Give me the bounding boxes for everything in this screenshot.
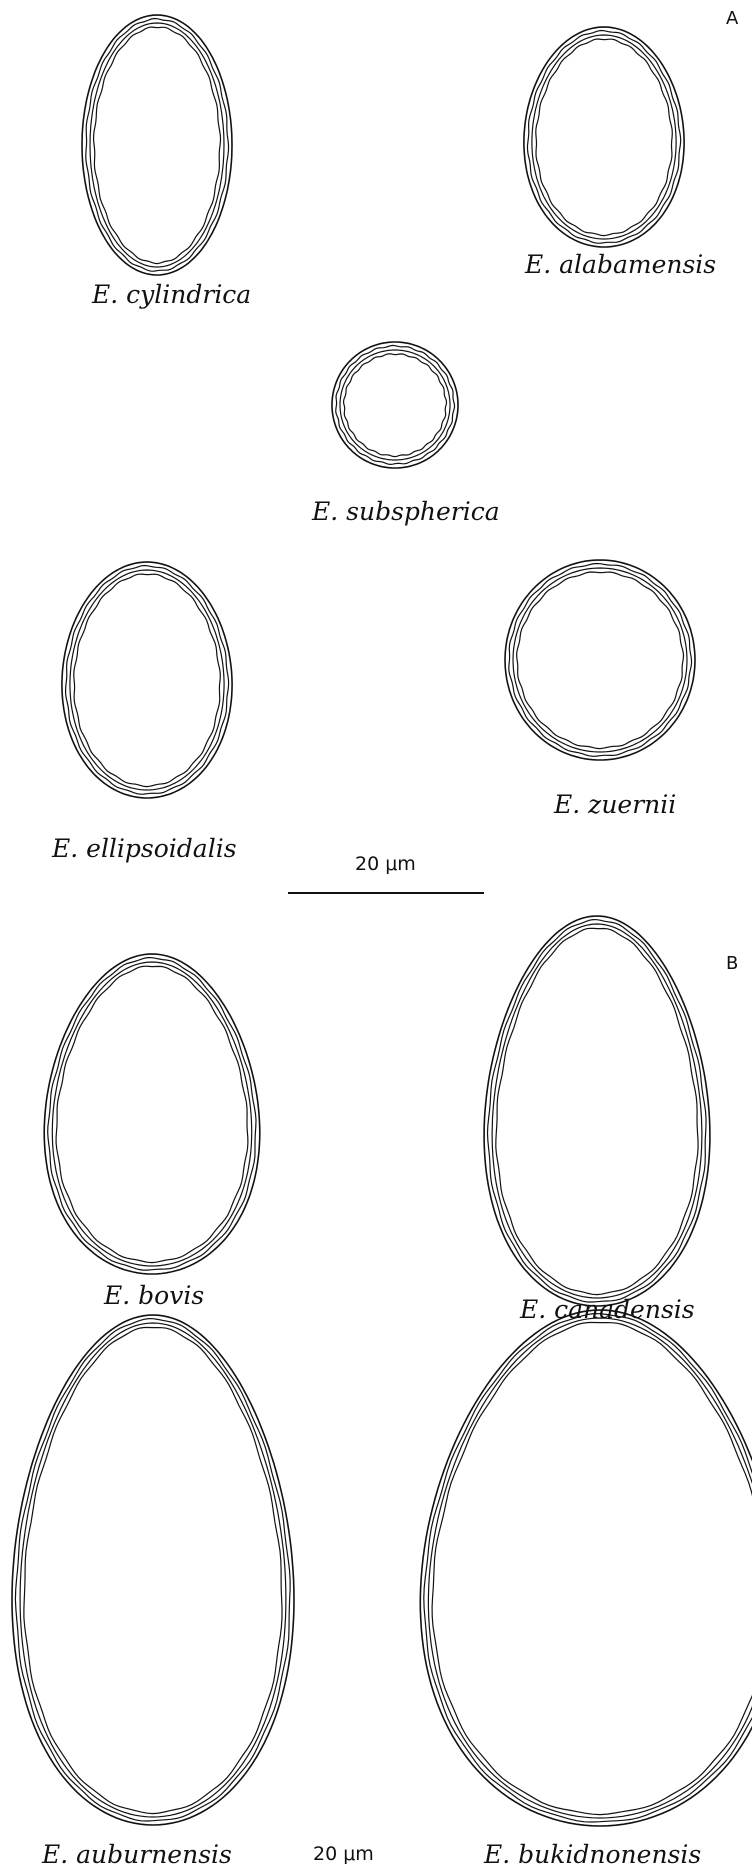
oocyst-cylindrica-wall-line [94,27,221,264]
oocyst-ellipsoidalis-wall-line [74,574,221,787]
label-subspherica: E. subspherica [312,497,500,526]
oocyst-canadensis-wall-line [488,920,707,1302]
oocyst-canadensis [484,916,710,1306]
oocyst-alabamensis [524,27,684,247]
oocyst-alabamensis-wall-line [524,27,684,247]
oocyst-zuernii-wall-line [513,568,687,752]
oocyst-subspherica-wall-line [332,342,458,468]
oocyst-bovis-wall-line [48,958,256,1271]
label-canadensis: E. canadensis [520,1295,695,1324]
oocyst-alabamensis-wall-line [532,35,676,239]
oocyst-zuernii-wall-line [517,572,684,749]
oocyst-cylindrica-wall-line [82,15,232,275]
oocyst-zuernii-wall-line [505,560,695,760]
oocyst-zuernii [505,560,695,760]
oocyst-ellipsoidalis [62,562,232,798]
oocyst-bukidnonensis [420,1310,752,1826]
oocyst-alabamensis-wall-line [536,39,673,236]
oocyst-auburnensis [12,1315,294,1825]
oocyst-cylindrica-wall-line [86,19,229,272]
label-zuernii: E. zuernii [554,790,676,819]
oocyst-ellipsoidalis-wall-line [62,562,232,798]
panel-b-label: B [726,953,738,974]
oocyst-canadensis-wall-line [496,928,698,1294]
oocyst-subspherica-wall-line [344,354,447,457]
oocyst-bovis [44,954,260,1274]
scale-label-a: 20 μm [355,853,416,875]
oocyst-alabamensis-wall-line [528,31,681,244]
oocyst-ellipsoidalis-wall-line [70,570,224,790]
label-ellipsoidalis: E. ellipsoidalis [52,834,237,863]
scale-label-b: 20 μm [313,1843,374,1865]
oocyst-subspherica-wall-line [336,345,455,464]
label-alabamensis: E. alabamensis [525,250,716,279]
oocyst-canadensis-wall-line [492,924,702,1298]
oocyst-bukidnonensis-wall-line [428,1318,752,1818]
label-auburnensis: E. auburnensis [42,1840,232,1869]
label-bukidnonensis: E. bukidnonensis [484,1840,701,1869]
label-bovis: E. bovis [104,1281,204,1310]
oocyst-subspherica-wall-line [340,350,450,460]
scale-bar-a [288,892,484,894]
oocyst-cylindrica-wall-line [90,23,224,267]
oocyst-cylindrica [82,15,232,275]
oocyst-auburnensis-wall-line [24,1328,282,1814]
panel-a-label: A [726,8,738,29]
oocyst-auburnensis-wall-line [20,1323,286,1817]
oocyst-ellipsoidalis-wall-line [66,566,229,795]
oocyst-canadensis-wall-line [484,916,710,1306]
oocyst-bovis-wall-line [44,954,260,1274]
oocyst-zuernii-wall-line [509,564,692,757]
oocyst-subspherica [332,342,458,468]
label-cylindrica: E. cylindrica [92,280,251,309]
